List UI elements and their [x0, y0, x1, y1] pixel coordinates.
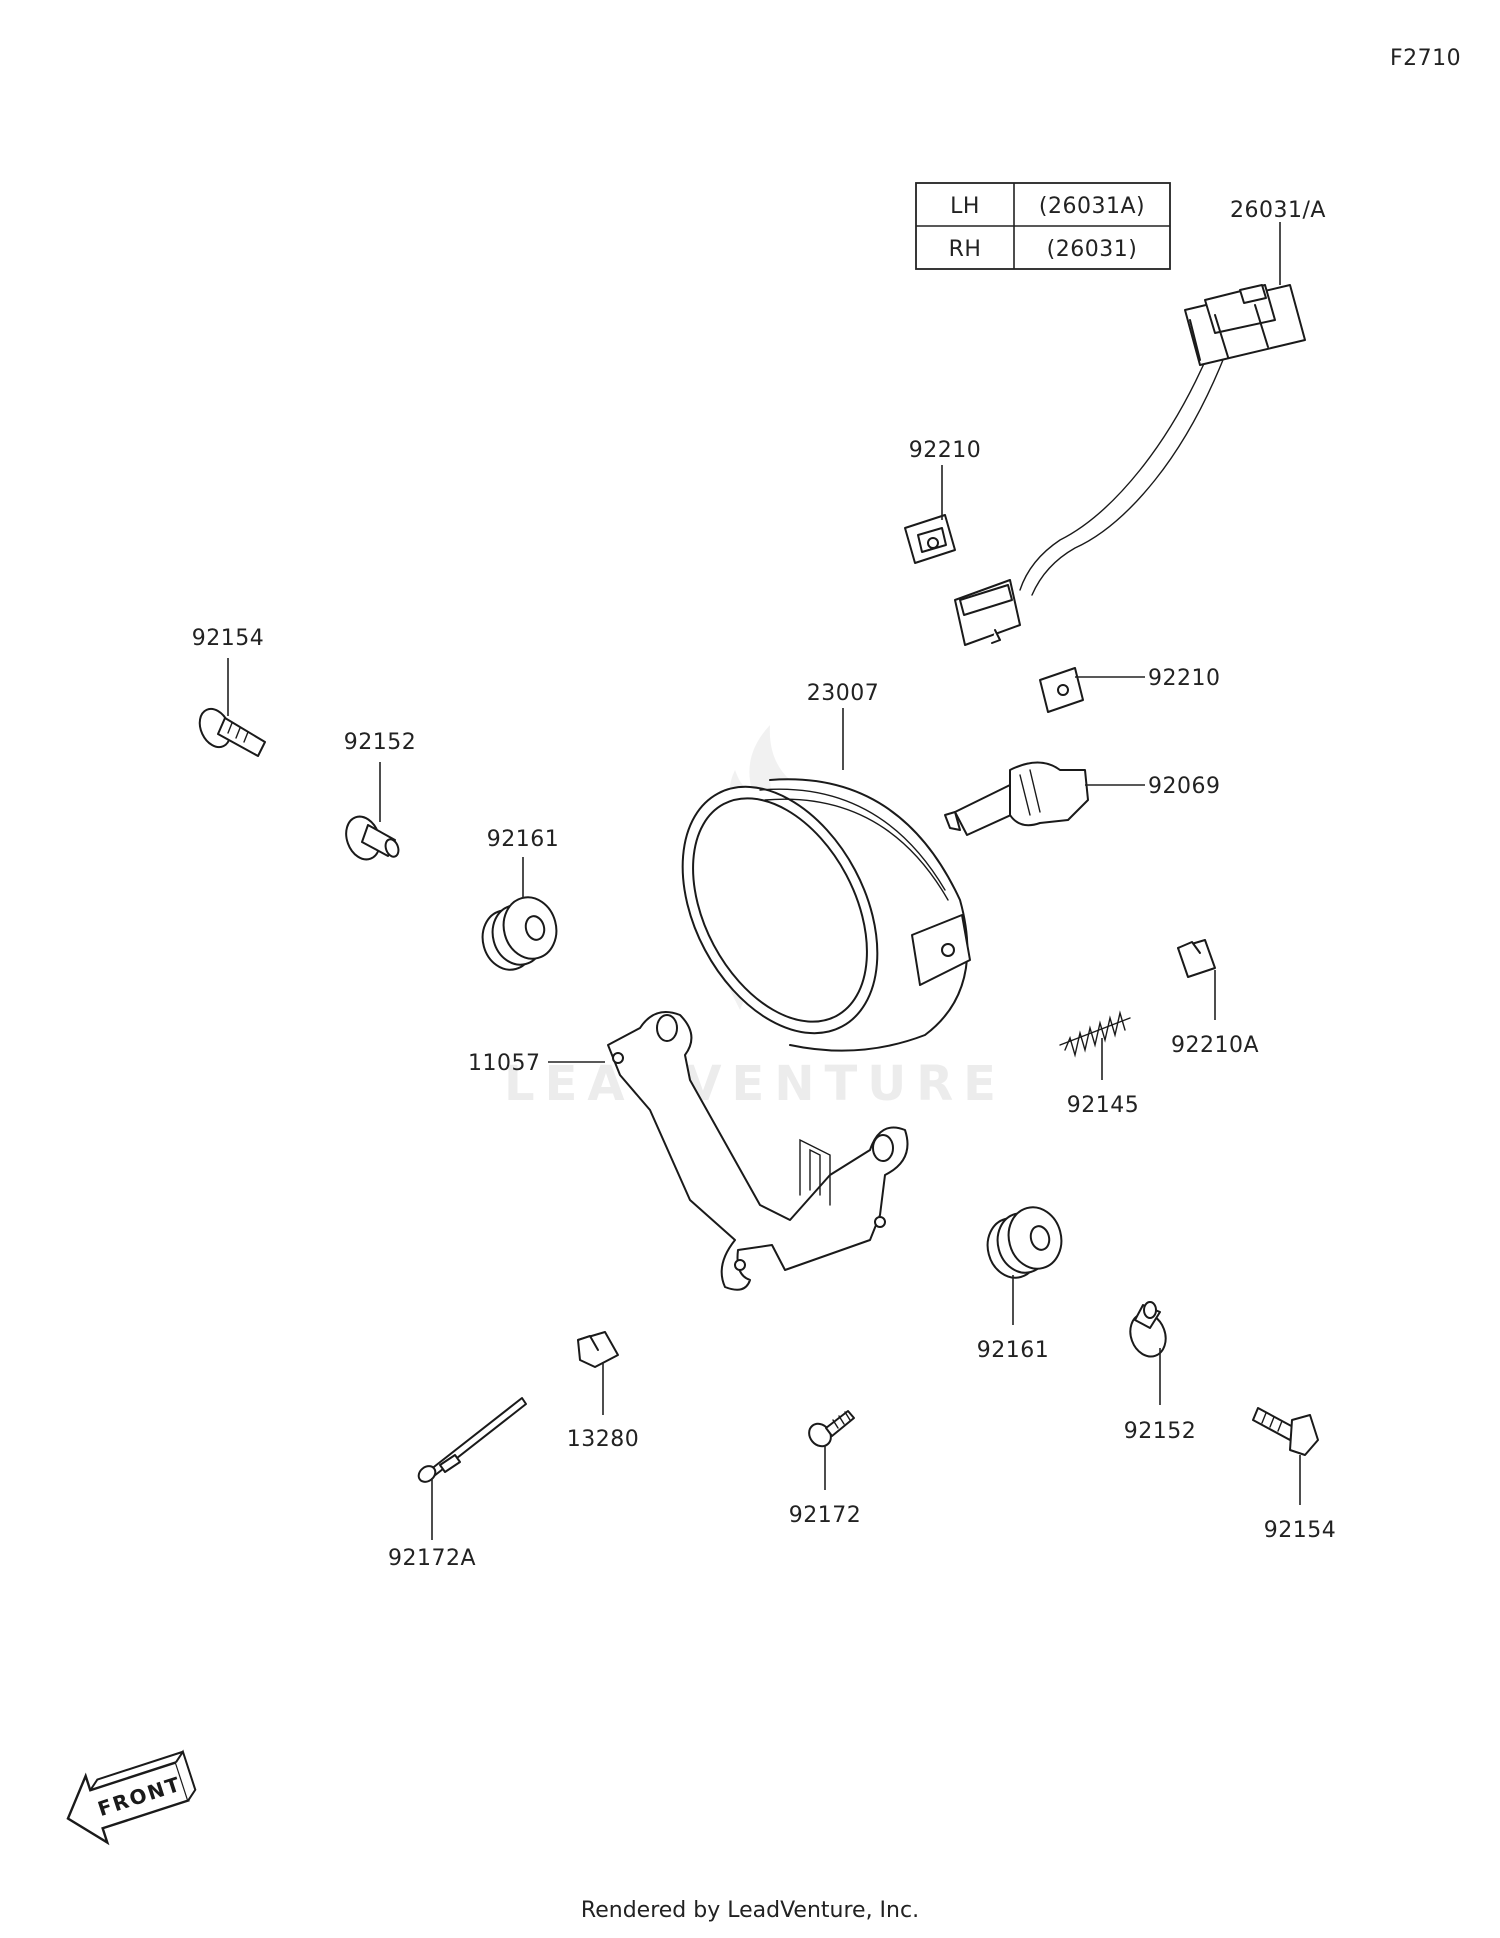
label-grommet-right: 92161 — [977, 1338, 1050, 1363]
side-table: LH (26031A) RH (26031) — [915, 182, 1171, 270]
table-side-lh: LH — [950, 194, 980, 219]
table-part-rh: (26031) — [1047, 237, 1138, 262]
screw-long — [417, 1397, 527, 1483]
label-bulb: 92069 — [1148, 774, 1221, 799]
watermark-text: LEADVENTURE — [504, 1056, 1006, 1112]
wiring-harness — [954, 284, 1306, 646]
label-screw: 92172 — [789, 1503, 862, 1528]
grommet-right — [986, 1206, 1063, 1279]
fog-lamp — [681, 778, 971, 1052]
label-harness: 26031/A — [1230, 198, 1326, 223]
footer-credit: Rendered by LeadVenture, Inc. — [580, 1898, 920, 1923]
grommet-left — [481, 896, 558, 971]
table-side-rh: RH — [949, 237, 982, 262]
diagram-id: F2710 — [1390, 46, 1461, 71]
bolt-left — [198, 707, 266, 757]
label-collar-right: 92152 — [1124, 1419, 1197, 1444]
clip-right — [1039, 667, 1084, 713]
clip-a — [1177, 939, 1216, 978]
collar-right — [1129, 1301, 1167, 1358]
bolt-right — [1252, 1407, 1319, 1456]
screw — [808, 1410, 855, 1448]
clip-upper — [904, 514, 956, 564]
label-nut: 13280 — [567, 1427, 640, 1452]
label-bolt-left: 92154 — [192, 626, 265, 651]
label-collar-left: 92152 — [344, 730, 417, 755]
label-spring: 92145 — [1067, 1093, 1140, 1118]
front-arrow: FRONT — [66, 1749, 197, 1846]
label-screw-long: 92172A — [388, 1546, 476, 1571]
label-clip-a: 92210A — [1171, 1033, 1259, 1058]
spring — [1059, 1010, 1131, 1058]
table-part-lh: (26031A) — [1039, 194, 1145, 219]
label-clip-right: 92210 — [1148, 666, 1221, 691]
label-grommet-left: 92161 — [487, 827, 560, 852]
label-bolt-right: 92154 — [1264, 1518, 1337, 1543]
label-clip-upper: 92210 — [909, 438, 982, 463]
nut — [577, 1331, 619, 1368]
label-lamp: 23007 — [807, 681, 880, 706]
collar-left — [345, 815, 400, 861]
bracket — [607, 1011, 909, 1291]
bulb — [944, 761, 1089, 836]
label-bracket: 11057 — [468, 1051, 541, 1076]
